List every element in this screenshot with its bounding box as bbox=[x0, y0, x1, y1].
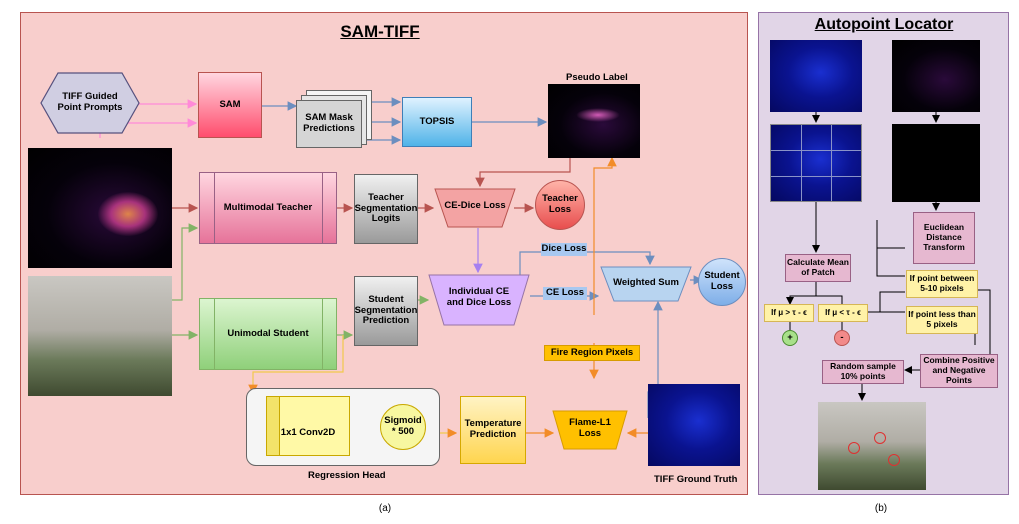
if-less-than-5: If point less than 5 pixels bbox=[906, 306, 978, 334]
teacher-inner-line-right bbox=[322, 172, 323, 244]
conv-cube-side bbox=[266, 396, 280, 456]
individual-loss-trapezoid bbox=[428, 274, 530, 326]
pseudo-label-caption: Pseudo Label bbox=[566, 72, 628, 83]
student-loss: Student Loss bbox=[698, 258, 746, 306]
sam-mask-predictions: SAM Mask Predictions bbox=[296, 100, 362, 148]
teacher-loss: Teacher Loss bbox=[535, 180, 585, 230]
rgb-input-image bbox=[28, 276, 172, 396]
sigmoid-node: Sigmoid * 500 bbox=[380, 404, 426, 450]
student-segmentation-prediction: Student Segmentation Prediction bbox=[354, 276, 418, 346]
teacher-inner-line-left bbox=[214, 172, 215, 244]
unimodal-student: Unimodal Student bbox=[199, 298, 337, 370]
flame-l1-label: Flame-L1 Loss bbox=[569, 417, 611, 439]
weighted-sum-label: Weighted Sum bbox=[613, 276, 679, 288]
multimodal-teacher: Multimodal Teacher bbox=[199, 172, 337, 244]
pseudo-label-image bbox=[548, 84, 640, 158]
positive-point-node: + bbox=[782, 330, 798, 346]
autopoint-tiff-image bbox=[892, 40, 980, 112]
ce-loss-tag: CE Loss bbox=[543, 287, 587, 300]
euclidean-distance-transform: Euclidean Distance Transform bbox=[913, 212, 975, 264]
teacher-segmentation-logits: Teacher Segmentation Logits bbox=[354, 174, 418, 244]
tiff-ground-truth-image bbox=[648, 384, 740, 466]
panel-a-title: SAM-TIFF bbox=[340, 22, 420, 41]
autopoint-output-image bbox=[818, 402, 926, 490]
student-inner-line-left bbox=[214, 298, 215, 370]
weighted-sum-trapezoid bbox=[600, 266, 692, 302]
tiff-ground-truth-label: TIFF Ground Truth bbox=[654, 474, 738, 485]
dice-loss-tag: Dice Loss bbox=[541, 243, 587, 256]
student-inner-line-right bbox=[322, 298, 323, 370]
calculate-mean-patch: Calculate Mean of Patch bbox=[785, 254, 851, 282]
tiff-prompts-hexagon bbox=[40, 72, 140, 134]
ce-dice-label: CE-Dice Loss bbox=[444, 199, 506, 211]
fire-region-pixels: Fire Region Pixels bbox=[544, 345, 640, 361]
caption-b: (b) bbox=[874, 503, 888, 514]
caption-a: (a) bbox=[378, 503, 392, 514]
if-between-5-10: If point between 5-10 pixels bbox=[906, 270, 978, 298]
ce-dice-trapezoid bbox=[434, 188, 516, 228]
cond-positive: If μ > τ - ϵ bbox=[764, 304, 814, 322]
regression-head-label: Regression Head bbox=[308, 470, 386, 481]
negative-point-node: - bbox=[834, 330, 850, 346]
conv-label: 1x1 Conv2D bbox=[280, 426, 336, 438]
topsis-box: TOPSIS bbox=[402, 97, 472, 147]
flame-l1-trapezoid bbox=[552, 410, 628, 450]
autopoint-edge-image bbox=[892, 124, 980, 202]
panel-b-title: Autopoint Locator bbox=[814, 16, 954, 33]
conv-cube-front bbox=[266, 396, 350, 456]
random-sample-points: Random sample 10% points bbox=[822, 360, 904, 384]
autopoint-patch-grid bbox=[770, 124, 862, 202]
tiff-prompts-label: TIFF Guided Point Prompts bbox=[57, 91, 123, 113]
combine-points: Combine Positive and Negative Points bbox=[920, 354, 998, 388]
temperature-prediction: Temperature Prediction bbox=[460, 396, 526, 464]
sam-box: SAM bbox=[198, 72, 262, 138]
autopoint-heat-image bbox=[770, 40, 862, 112]
thermal-input-image bbox=[28, 148, 172, 268]
cond-negative: If μ < τ - ϵ bbox=[818, 304, 868, 322]
individual-loss-label: Individual CE and Dice Loss bbox=[446, 286, 512, 308]
